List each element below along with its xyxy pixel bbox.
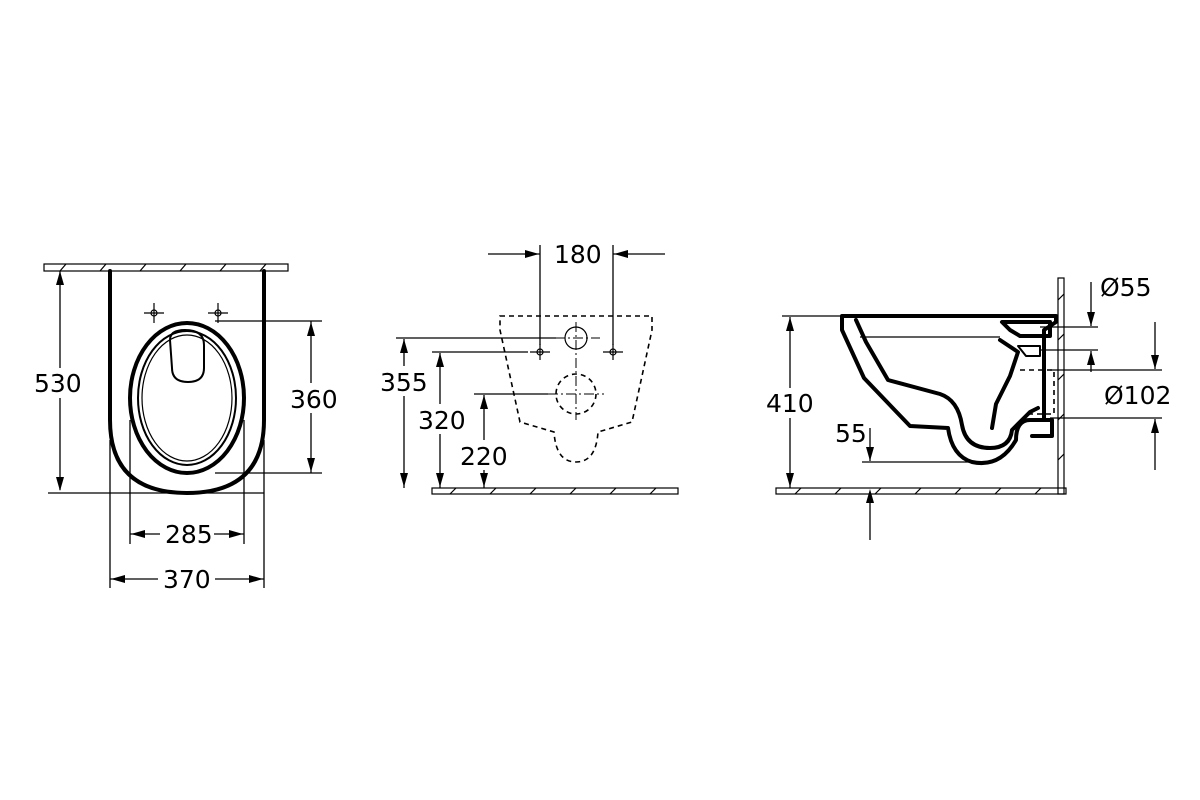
dim-180-label: 180 [554, 240, 602, 269]
top-wall-strip [43, 263, 289, 272]
dim-530: 530 [30, 271, 264, 494]
side-siphon [990, 338, 1020, 430]
dim-diameter-55-label: Ø55 [1100, 273, 1152, 302]
dim-180: 180 [488, 240, 665, 345]
dim-285: 285 [129, 420, 245, 549]
top-mounting-hole-right [208, 303, 228, 323]
dim-285-label: 285 [165, 520, 213, 549]
dim-diameter-102-label: Ø102 [1104, 381, 1171, 410]
side-floor-strip [775, 487, 1067, 495]
dim-diameter-102: Ø102 [1050, 322, 1178, 470]
top-rim-opening [169, 329, 205, 383]
dim-220: 220 [458, 393, 548, 488]
dim-370: 370 [109, 440, 265, 594]
side-wall [1057, 277, 1065, 495]
side-view: 410 55 Ø55 [764, 273, 1178, 540]
dim-410: 410 [764, 315, 850, 488]
dim-55-label: 55 [835, 419, 867, 448]
rear-view: 180 355 320 220 [378, 240, 679, 495]
dim-55: 55 [835, 419, 975, 540]
side-bowl-inner [854, 318, 1040, 450]
side-inlet-pipe [1000, 320, 1052, 338]
side-outlet-dashed [1020, 369, 1055, 415]
dim-320-label: 320 [418, 406, 466, 435]
dim-370-label: 370 [163, 565, 211, 594]
rear-dashed-outline [499, 315, 653, 463]
rear-hole-right [603, 344, 623, 360]
dim-410-label: 410 [766, 389, 814, 418]
rear-floor-strip [431, 487, 679, 495]
dim-320: 320 [416, 351, 528, 488]
dim-355-label: 355 [380, 368, 428, 397]
top-seat-outer [128, 321, 246, 475]
side-bowl-outer [840, 314, 1058, 465]
dim-360-label: 360 [290, 385, 338, 414]
top-mounting-hole-left [144, 303, 164, 323]
side-outlet [1028, 418, 1054, 438]
top-view: 530 360 285 [30, 263, 338, 594]
dim-530-label: 530 [34, 369, 82, 398]
dim-220-label: 220 [460, 442, 508, 471]
dim-diameter-55: Ø55 [1040, 273, 1152, 372]
top-seat-inner [137, 330, 237, 466]
dim-360: 360 [215, 320, 338, 474]
dim-355: 355 [378, 337, 556, 488]
top-seat-rim [141, 334, 233, 462]
top-wall-hatching [59, 263, 267, 272]
rear-hole-left [530, 344, 550, 360]
